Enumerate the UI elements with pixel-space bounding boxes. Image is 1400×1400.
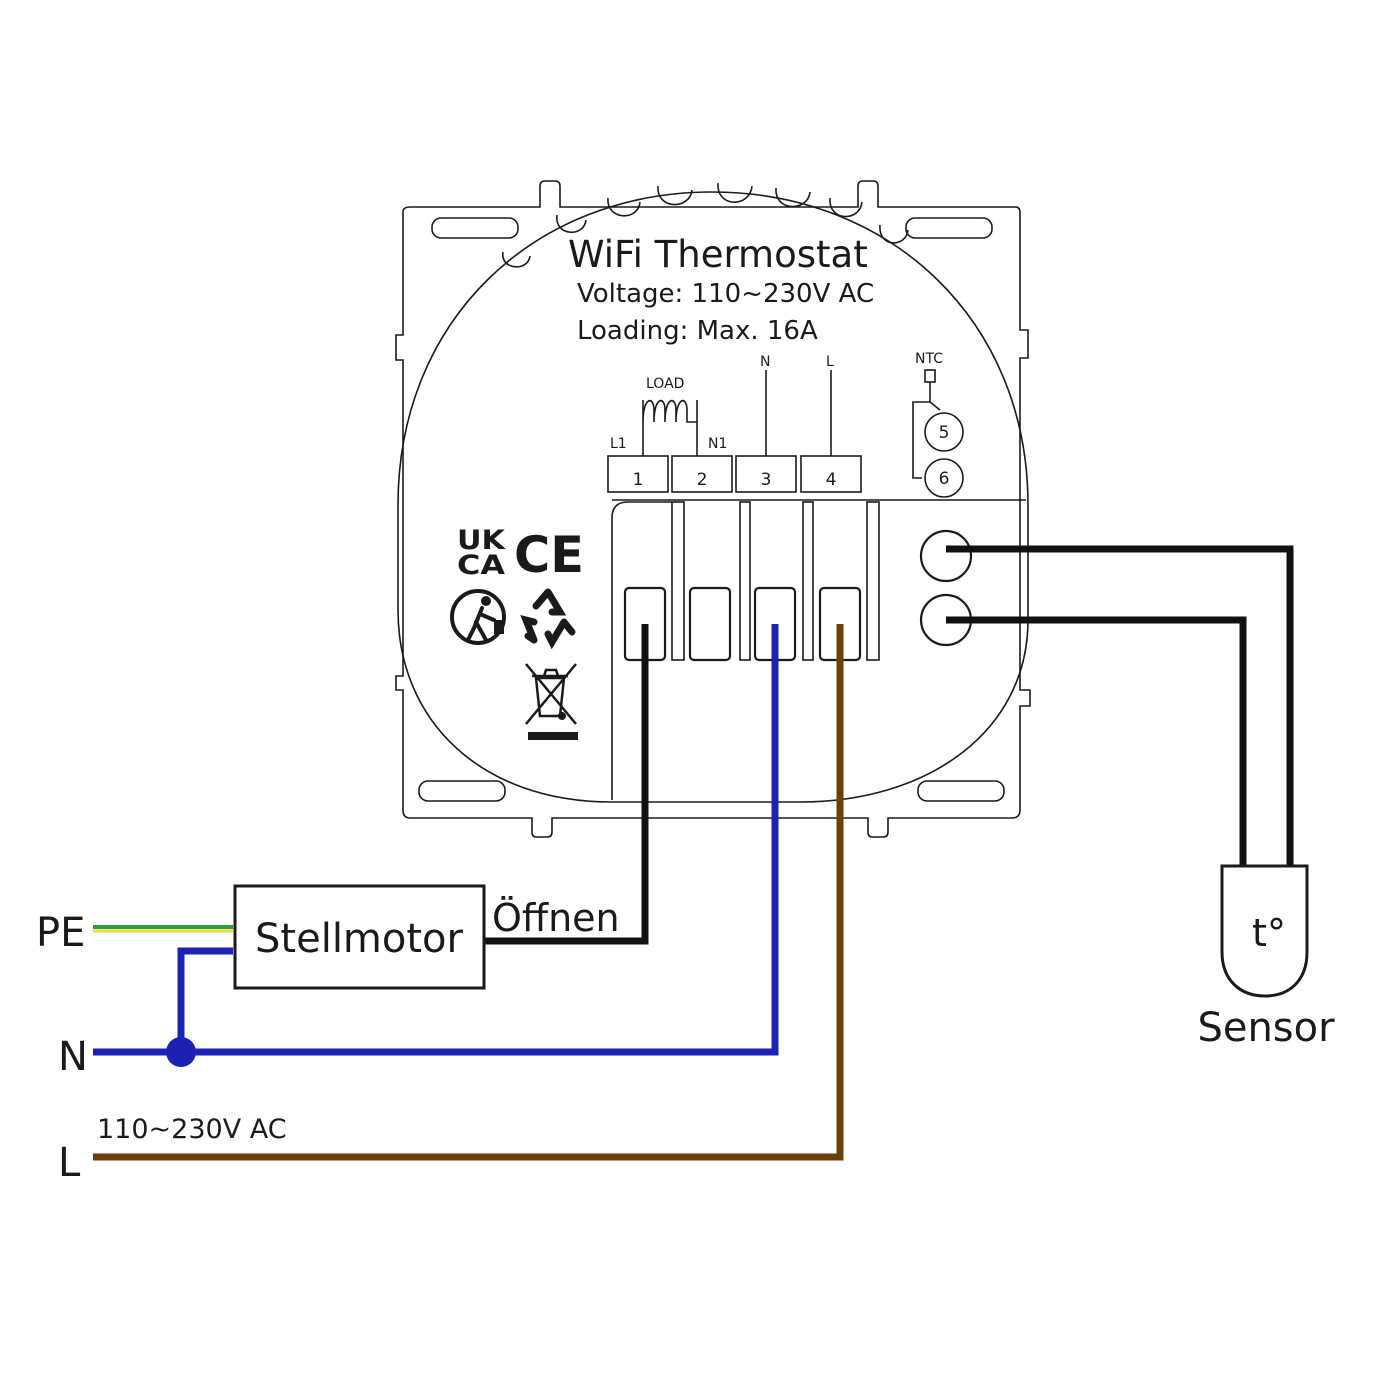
sensor-label: Sensor bbox=[1197, 1005, 1335, 1051]
n1-label: N1 bbox=[708, 436, 727, 452]
terminal-block-housing bbox=[611, 501, 672, 800]
thermostat-body: WiFi Thermostat Voltage: 110~230V AC Loa… bbox=[395, 180, 1031, 838]
ntc-symbol bbox=[924, 369, 936, 383]
frame-slot-bottom-right bbox=[917, 780, 1005, 802]
mounting-frame bbox=[395, 180, 1031, 838]
terminal-box-4 bbox=[800, 455, 862, 493]
open-signal-wire bbox=[484, 624, 649, 945]
ce-mark: CE bbox=[514, 526, 584, 584]
terminal-block-labels: 1 2 3 4 bbox=[607, 455, 862, 493]
mains-n-label: N bbox=[58, 1034, 88, 1080]
actuator-box bbox=[233, 884, 486, 990]
device-title: WiFi Thermostat bbox=[568, 233, 868, 276]
housing-outline bbox=[397, 191, 1029, 803]
device-voltage-rating: Voltage: 110~230V AC bbox=[577, 279, 874, 309]
actuator-neutral-wire bbox=[177, 947, 233, 1052]
load-label: LOAD bbox=[646, 376, 684, 392]
ntc-terminal-number-5: 5 bbox=[939, 423, 950, 443]
terminal-box-2 bbox=[671, 455, 733, 493]
mains-l-label: L bbox=[58, 1140, 81, 1186]
ntc-terminal-6 bbox=[924, 458, 964, 498]
screw-clamp-2 bbox=[688, 586, 732, 662]
neutral-junction-dot bbox=[166, 1037, 196, 1067]
ukca-mark-top: UK bbox=[457, 525, 506, 556]
actuator-label: Stellmotor bbox=[255, 916, 464, 962]
recycle-icon bbox=[520, 588, 576, 650]
sensor-wire-5 bbox=[946, 545, 1294, 866]
ntc-clamp-5 bbox=[919, 529, 973, 583]
certification-marks: UK CA CE bbox=[450, 525, 584, 740]
ntc-terminal-5 bbox=[924, 412, 964, 452]
neutral-wire bbox=[93, 624, 779, 1056]
live-wire bbox=[93, 624, 844, 1161]
pe-wire bbox=[93, 925, 233, 933]
terminal-number-2: 2 bbox=[697, 470, 708, 490]
ukca-mark-bottom: CA bbox=[457, 550, 505, 581]
mains-pe-label: PE bbox=[36, 910, 85, 956]
l1-label: L1 bbox=[610, 436, 627, 452]
frame-slot-bottom-left bbox=[418, 780, 506, 802]
weee-bin-icon bbox=[525, 663, 578, 740]
terminal-box-3 bbox=[735, 455, 797, 493]
ntc-label: NTC bbox=[915, 351, 943, 367]
sensor-wire-6 bbox=[946, 616, 1247, 866]
load-heater-symbol bbox=[642, 399, 698, 450]
device-load-rating: Loading: Max. 16A bbox=[577, 316, 818, 346]
frame-slot-top-right bbox=[905, 217, 993, 239]
sensor-symbol: t° bbox=[1252, 911, 1286, 955]
frame-slot-top-left bbox=[431, 217, 519, 239]
dispose-properly-icon bbox=[450, 589, 506, 645]
sensor-probe bbox=[1220, 864, 1309, 998]
ntc-terminal-number-6: 6 bbox=[939, 469, 950, 489]
mains-voltage-label: 110~230V AC bbox=[97, 1114, 287, 1145]
actuator-open-label: Öffnen bbox=[492, 896, 620, 940]
terminal-number-4: 4 bbox=[826, 470, 837, 490]
supply-n-label: N bbox=[760, 354, 770, 370]
supply-l-label: L bbox=[826, 354, 834, 370]
terminal-number-3: 3 bbox=[761, 470, 772, 490]
housing-scallops bbox=[502, 182, 909, 268]
terminal-box-1 bbox=[607, 455, 669, 493]
terminal-number-1: 1 bbox=[633, 470, 644, 490]
